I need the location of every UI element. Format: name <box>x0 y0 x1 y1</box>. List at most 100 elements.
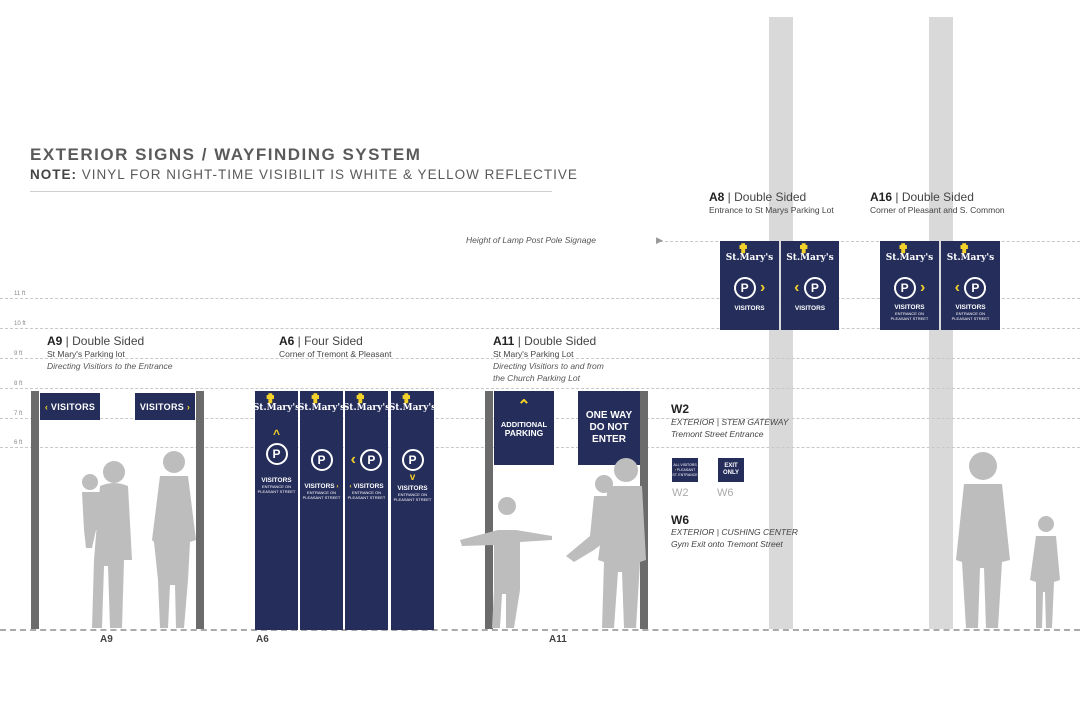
a11-left-line2: PARKING <box>504 428 544 438</box>
height-label-9ft: 9 ft <box>14 351 23 357</box>
a6-panel-3: ✟St.Mary's ‹ P ‹ VISITORS ENTRANCE ON PL… <box>342 391 391 630</box>
height-line-9ft <box>0 358 1080 359</box>
a11-right-line3: ENTER <box>592 434 626 445</box>
a9-sign-left: ‹ VISITORS <box>40 393 100 420</box>
a11-header: A11 | Double Sided <box>493 334 597 348</box>
a8-panel-title: VISITORS <box>794 305 826 312</box>
st-marys-logo: ✟St.Mary's <box>946 242 995 263</box>
a6-panel-sub2: PLEASANT STREET <box>347 495 386 500</box>
chevron-left-icon: ‹ <box>44 401 51 412</box>
a16-panel-left: ✟St.Mary's P › VISITORS ENTRANCE ON PLEA… <box>880 241 939 330</box>
parking-icon: P <box>401 449 424 471</box>
a16-panel-sub2: PLEASANT STREET <box>951 316 990 321</box>
a9-bottom-label: A9 <box>100 634 113 645</box>
lamp-height-arrow-icon: ▶ <box>656 235 663 245</box>
a16-panel-sub1: ENTRANCE ON <box>955 311 986 316</box>
adult-holding-child-figure <box>566 458 646 628</box>
lamp-post-height-label: Height of Lamp Post Pole Signage <box>466 235 596 245</box>
w2-bottom-label: W2 <box>672 487 689 499</box>
parking-icon: P <box>803 277 826 299</box>
a9-post-left <box>31 391 39 629</box>
a11-post-left <box>485 391 493 629</box>
w6-mini-line2: ONLY <box>722 470 740 476</box>
a8-panel-title: VISITORS <box>734 305 765 312</box>
a8-panel-right: ✟St.Mary's ‹ P VISITORS <box>781 241 839 330</box>
parking-icon: P <box>893 277 916 299</box>
parking-icon: P <box>310 449 333 471</box>
a11-right-line2: DO NOT <box>589 422 629 433</box>
chevron-down-icon: v <box>409 472 416 483</box>
a8-header: A8 | Double Sided <box>709 190 807 204</box>
title-divider <box>30 191 552 192</box>
adult-figure <box>956 452 1010 628</box>
a9-header: A9 | Double Sided <box>47 334 145 348</box>
note: NOTE: VINYL FOR NIGHT-TIME VISIBILIT IS … <box>30 167 578 182</box>
st-marys-logo: ✟St.Mary's <box>786 242 834 263</box>
a6-header: A6 | Four Sided <box>279 334 363 348</box>
a16-panel-title: VISITORS <box>894 304 925 311</box>
a6-panel-sub2: PLEASANT STREET <box>257 489 296 494</box>
a16-header: A16 | Double Sided <box>870 190 974 204</box>
a6-panel-sub1: ENTRANCE ON <box>261 484 292 489</box>
st-marys-logo: ✟St.Mary's <box>297 392 346 413</box>
chevron-left-icon: ‹ <box>350 451 361 468</box>
a6-panel-sub1: ENTRANCE ON <box>351 490 382 495</box>
st-marys-logo: ✟St.Mary's <box>342 392 391 413</box>
st-marys-logo: ✟St.Mary's <box>252 392 301 413</box>
a8-description: Entrance to St Marys Parking Lot <box>709 205 834 215</box>
a16-panel-sub1: ENTRANCE ON <box>894 311 925 316</box>
height-line-8ft <box>0 388 1080 389</box>
parking-icon: P <box>964 277 987 299</box>
note-label: NOTE: <box>30 167 77 182</box>
a11-bottom-label: A11 <box>549 634 567 645</box>
w6-mini-sign: EXIT ONLY <box>718 458 744 482</box>
a11-right-line1: ONE WAY <box>585 410 633 421</box>
height-label-11ft: 11 ft <box>14 291 26 297</box>
w6-mini-line1: EXIT <box>724 463 738 469</box>
adult-holding-child-figure <box>82 461 132 628</box>
parking-icon: P <box>733 277 756 299</box>
child-figure <box>1030 516 1060 628</box>
a6-panel-title: VISITORS › <box>304 483 339 490</box>
chevron-right-icon: › <box>915 279 926 296</box>
a16-description: Corner of Pleasant and S. Common <box>870 205 1005 215</box>
a11-sign-left: ⌃ ADDITIONAL PARKING <box>494 391 554 465</box>
height-label-7ft: 7 ft <box>14 411 23 417</box>
child-figure <box>460 497 552 628</box>
w2-mini-line1: ALL VISITORS <box>673 462 697 467</box>
note-text: VINYL FOR NIGHT-TIME VISIBILIT IS WHITE … <box>81 167 578 182</box>
height-label-8ft: 8 ft <box>14 381 23 387</box>
a16-panel-title: VISITORS <box>955 304 986 311</box>
a6-panel-title: VISITORS <box>397 485 428 492</box>
parking-icon: P <box>360 449 383 471</box>
a6-panel-title: ‹ VISITORS <box>349 483 384 490</box>
a6-panel-sub1: ENTRANCE ON <box>306 490 337 495</box>
ground-line <box>0 629 1080 631</box>
height-label-6ft: 6 ft <box>14 440 23 446</box>
chevron-left-icon: ‹ <box>954 279 965 296</box>
a6-panel-sub2: PLEASANT STREET <box>302 495 341 500</box>
height-line-11ft <box>0 298 1080 299</box>
st-marys-logo: ✟St.Mary's <box>388 392 437 413</box>
a6-description: Corner of Tremont & Pleasant <box>279 349 392 359</box>
height-line-10ft <box>0 328 1080 329</box>
chevron-left-icon: ‹ <box>349 483 354 490</box>
a6-panel-4: ✟St.Mary's P v VISITORS ENTRANCE ON PLEA… <box>388 391 437 630</box>
chevron-up-icon: ⌃ <box>517 398 531 415</box>
page-title: EXTERIOR SIGNS / WAYFINDING SYSTEM <box>30 145 422 164</box>
w6-bottom-label: W6 <box>717 487 734 499</box>
a6-panel-1: ✟St.Mary's ^ P VISITORS ENTRANCE ON PLEA… <box>252 391 301 630</box>
a9-post-right <box>196 391 204 629</box>
st-marys-logo: ✟St.Mary's <box>885 242 934 263</box>
a11-post-right <box>640 391 648 629</box>
a6-panel-title: VISITORS <box>261 477 292 484</box>
st-marys-logo: ✟St.Mary's <box>725 242 774 263</box>
a11-left-line1: ADDITIONAL <box>500 420 548 429</box>
w2-mini-sign: ALL VISITORS ‹ PLEASANT ST. ENTRANCE <box>672 458 698 482</box>
chevron-left-icon: ‹ <box>794 279 804 296</box>
